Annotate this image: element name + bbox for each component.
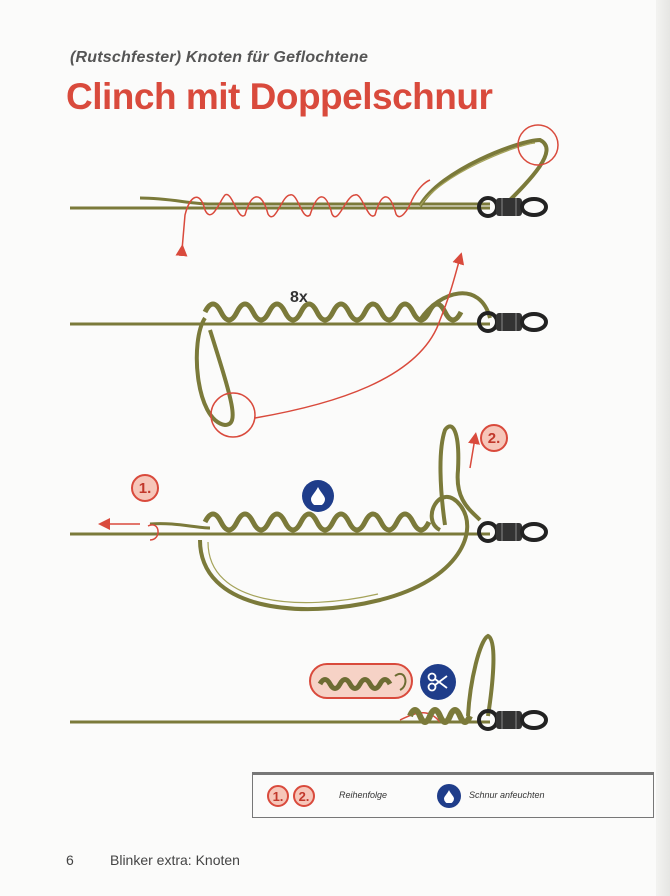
tag-loop-circle xyxy=(210,392,256,438)
step-3 xyxy=(70,424,548,612)
legend: 1. 2. Reihenfolge Schnur anfeuchten xyxy=(252,772,654,818)
pull-line-arrow xyxy=(468,432,480,469)
legend-moisten-label: Schnur anfeuchten xyxy=(469,790,545,800)
tag-end-1 xyxy=(139,196,490,206)
wrap-count-label: 8x xyxy=(290,289,308,306)
finished-knot xyxy=(407,707,473,725)
page-subtitle: (Rutschfester) Knoten für Geflochtene xyxy=(70,49,369,66)
step-4 xyxy=(70,633,548,731)
line-loop-1 xyxy=(418,137,549,208)
page-title: Clinch mit Doppelschnur xyxy=(66,76,493,117)
wraps-2 xyxy=(202,301,464,323)
finished-loop xyxy=(466,633,496,717)
legend-badge-1: 1. xyxy=(267,785,289,807)
tag-loop-2 xyxy=(194,316,235,428)
legend-order-label: Reihenfolge xyxy=(339,790,388,800)
legend-water-drop-icon xyxy=(437,784,461,808)
page-edge xyxy=(656,0,670,896)
wraps-3 xyxy=(202,511,432,533)
scissors-icon xyxy=(420,664,456,700)
loop-highlight-circle xyxy=(517,124,559,166)
line-loop-2 xyxy=(418,291,492,322)
step-1 xyxy=(70,124,559,257)
page-number: 6 xyxy=(66,852,74,868)
legend-badge-2: 2. xyxy=(293,785,315,807)
wrap-path-arrow xyxy=(175,179,431,257)
upper-loop-3 xyxy=(438,424,482,526)
pull-through-arrow xyxy=(254,252,465,419)
water-drop-icon xyxy=(302,480,334,512)
order-badge-1: 1. xyxy=(131,474,159,502)
publication-name: Blinker extra: Knoten xyxy=(110,852,240,868)
line-loop-highlight xyxy=(419,142,536,207)
order-badge-2: 2. xyxy=(480,424,508,452)
step-2: 8x xyxy=(70,252,548,438)
